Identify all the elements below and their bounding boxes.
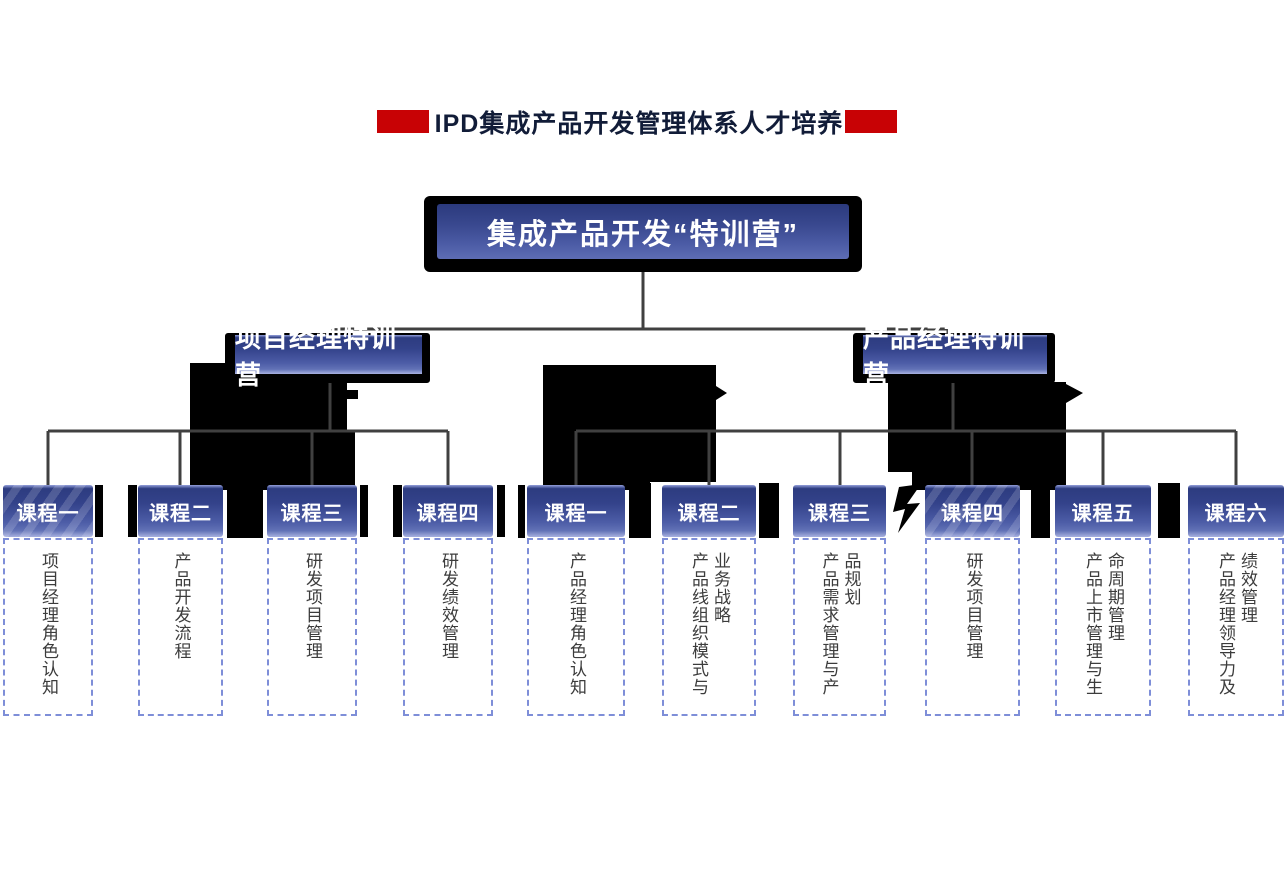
watermark-bar	[393, 485, 402, 537]
watermark-blob	[888, 382, 1083, 490]
course-box: 课程六	[1188, 485, 1284, 537]
course-box: 课程一	[527, 485, 625, 537]
course-label: 课程一	[544, 502, 608, 525]
course-topic: 产品上市管理与生命周期管理	[1083, 552, 1124, 696]
course-topic: 产品经理角色认知	[567, 552, 586, 696]
course-box: 课程四	[925, 485, 1020, 537]
branch-box-project-manager: 项目经理特训营	[225, 323, 430, 390]
watermark-bar	[759, 483, 779, 538]
course-label: 课程三	[280, 502, 344, 525]
course-topic: 研发项目管理	[963, 552, 983, 660]
watermark-bar	[518, 485, 525, 538]
root-box-label: 集成产品开发“特训营”	[437, 204, 849, 259]
course-topic-box: 产品经理领导力及绩效管理	[1188, 538, 1284, 716]
course-box: 课程一	[3, 485, 93, 537]
course-topic: 研发绩效管理	[439, 552, 458, 660]
branch-box-product-manager: 产品经理特训营	[853, 323, 1055, 390]
course-topic: 项目经理角色认知	[39, 552, 58, 696]
watermark-bar	[629, 483, 651, 538]
course-box: 课程三	[267, 485, 357, 537]
course-topic-box: 产品需求管理与产品规划	[793, 538, 886, 716]
connector-root-to-branches	[331, 268, 950, 335]
watermark-bar	[1031, 483, 1050, 538]
course-topic: 产品需求管理与产品规划	[819, 552, 861, 696]
course-topic-box: 产品线组织模式与业务战略	[662, 538, 756, 716]
course-topic-box: 产品开发流程	[138, 538, 223, 716]
branch-label: 产品经理特训营	[863, 322, 1026, 390]
course-box: 课程二	[662, 485, 756, 537]
course-label: 课程二	[677, 502, 741, 525]
course-box: 课程五	[1055, 485, 1151, 537]
course-box: 课程三	[793, 485, 886, 537]
course-topic: 产品经理领导力及绩效管理	[1216, 552, 1257, 696]
watermark-bar	[1158, 483, 1180, 538]
title-accent-left	[377, 110, 429, 133]
course-label: 课程四	[416, 502, 480, 525]
page-title: IPD集成产品开发管理体系人才培养	[434, 110, 844, 138]
connector-branch-right	[574, 383, 1238, 486]
title-accent-right	[845, 110, 897, 133]
watermark-bar	[128, 485, 137, 537]
course-label: 课程一	[16, 502, 80, 525]
watermark-bar	[360, 485, 368, 537]
watermark-bar	[95, 485, 103, 537]
course-topic-box: 研发项目管理	[925, 538, 1020, 716]
course-box: 课程二	[138, 485, 223, 537]
course-topic-box: 产品经理角色认知	[527, 538, 625, 716]
course-topic-box: 研发项目管理	[267, 538, 357, 716]
connector-branch-left	[46, 383, 450, 486]
course-label: 课程三	[808, 502, 871, 525]
watermark-blob	[893, 484, 921, 533]
root-box: 集成产品开发“特训营”	[424, 196, 862, 272]
course-box: 课程四	[403, 485, 493, 537]
course-label: 课程六	[1204, 502, 1268, 525]
course-topic: 产品开发流程	[171, 552, 191, 660]
course-topic-box: 产品上市管理与生命周期管理	[1055, 538, 1151, 716]
watermark-blob	[543, 365, 727, 490]
course-label: 课程五	[1071, 502, 1135, 525]
course-topic: 研发项目管理	[303, 552, 322, 660]
course-topic: 产品线组织模式与业务战略	[689, 552, 730, 696]
course-label: 课程四	[941, 502, 1004, 525]
watermark-bar	[497, 485, 505, 537]
course-topic-box: 研发绩效管理	[403, 538, 493, 716]
branch-label: 项目经理特训营	[235, 322, 398, 390]
course-label: 课程二	[149, 502, 212, 525]
course-topic-box: 项目经理角色认知	[3, 538, 93, 716]
